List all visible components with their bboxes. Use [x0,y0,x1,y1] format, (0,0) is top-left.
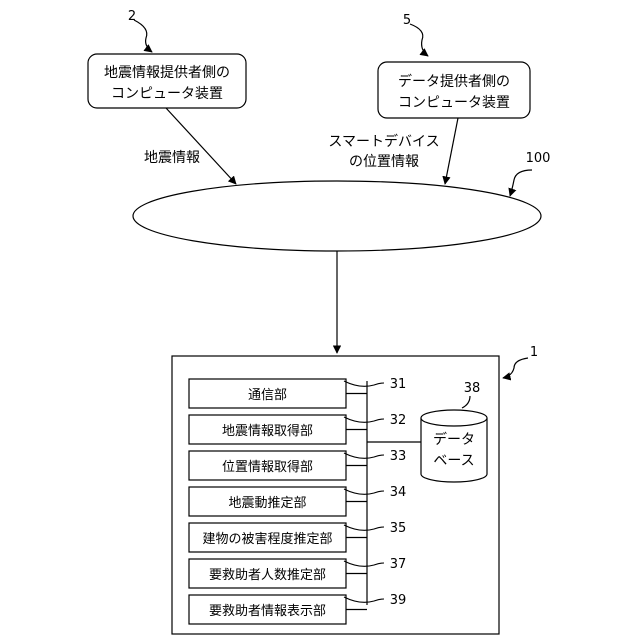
ref-38-label: 38 [464,381,481,396]
unit-ref-label: 35 [390,521,407,536]
unit-ref-label: 31 [390,377,407,392]
edge-data-to-network [445,118,458,184]
data-provider-line1: データ提供者側の [398,73,510,90]
unit-label: 地震情報取得部 [222,423,313,439]
unit-ref-label: 32 [390,413,407,428]
ref-leader-1 [503,358,528,378]
database-line1: データ [433,431,475,448]
ref-1-label: 1 [530,345,538,360]
network-node: 100 [133,151,550,251]
ref-5-label: 5 [403,13,411,28]
ref-100-label: 100 [526,151,551,166]
database-cylinder-top [421,410,487,426]
edge-label-quake-info: 地震情報 [144,150,200,166]
unit-label: 通信部 [248,388,287,403]
unit-label: 地震動推定部 [228,496,306,511]
unit-ref-label: 34 [390,485,407,500]
database-line2: ベース [433,453,474,469]
edge-label-device-location-1: スマートデバイス [328,133,439,150]
unit-label: 要救助者人数推定部 [209,567,326,583]
unit-ref-label: 33 [390,449,407,464]
unit-label: 要救助者情報表示部 [209,603,326,619]
ref-leader-2 [134,20,152,52]
unit-label: 位置情報取得部 [222,459,313,475]
network-ellipse [133,181,541,251]
data-provider-node: 5 データ提供者側の コンピュータ装置 [378,13,530,118]
unit-ref-label: 37 [390,557,407,572]
ref-leader-5 [410,24,428,56]
edge-quake-to-network [166,108,236,184]
quake-provider-line1: 地震情報提供者側の [104,65,230,81]
database-cylinder-body [421,418,487,482]
edge-label-device-location-2: の位置情報 [349,154,419,170]
ref-2-label: 2 [128,9,136,24]
ref-leader-100 [510,170,532,196]
data-provider-line2: コンピュータ装置 [398,95,510,111]
unit-label: 建物の被害程度推定部 [202,531,332,547]
quake-provider-node: 2 地震情報提供者側の コンピュータ装置 [88,9,246,108]
unit-ref-label: 39 [390,593,407,608]
quake-provider-line2: コンピュータ装置 [111,86,223,102]
